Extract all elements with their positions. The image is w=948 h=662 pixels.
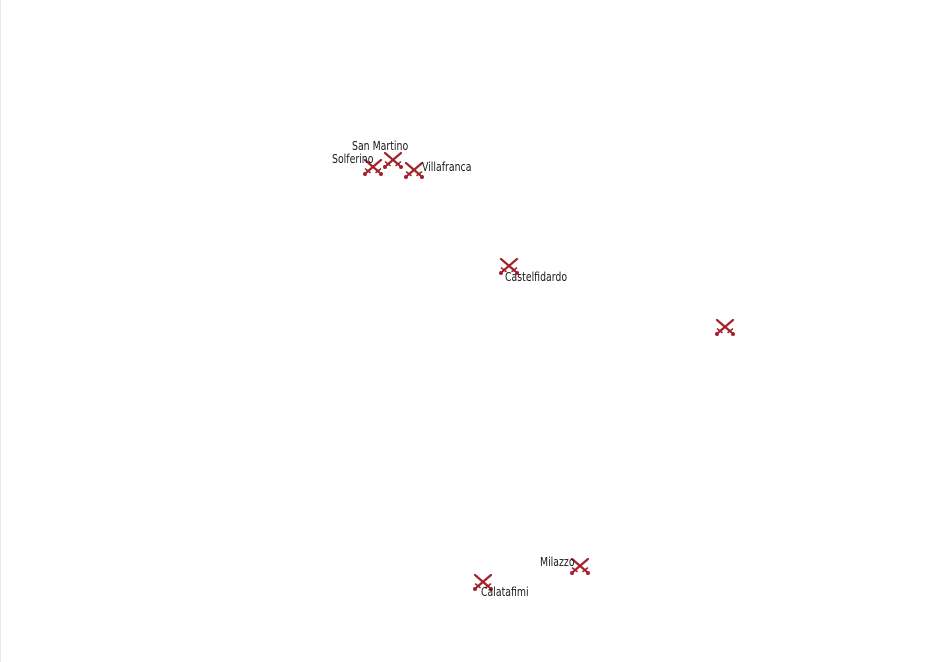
crossed-swords-icon	[714, 318, 736, 336]
battle-label-milazzo: Milazzo	[540, 555, 575, 569]
battle-label-castelfidardo: Castelfidardo	[505, 270, 568, 284]
battle-label-solferino: Solferino	[332, 152, 374, 166]
battle-marker-unnamed[interactable]	[714, 318, 736, 336]
battle-label-villafranca: Villafranca	[422, 160, 472, 174]
battle-label-calatafimi: Calatafimi	[481, 585, 529, 599]
crossed-swords-icon	[382, 151, 404, 169]
battle-marker-san-martino[interactable]	[382, 151, 404, 169]
battle-label-san-martino: San Martino	[352, 139, 409, 153]
map-left-border	[0, 0, 1, 662]
